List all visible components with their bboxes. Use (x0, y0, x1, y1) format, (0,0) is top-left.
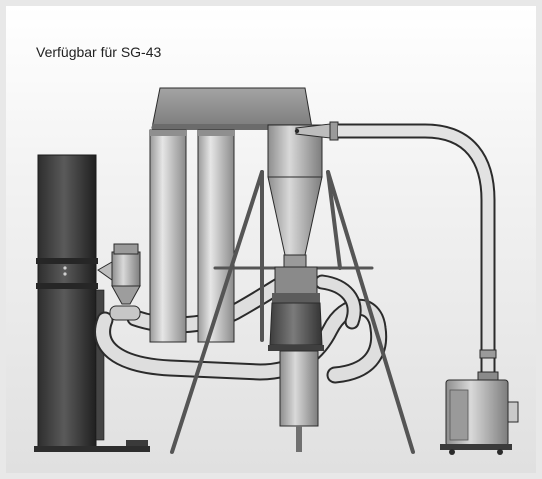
support-frame (170, 170, 415, 454)
cyclone-separator (267, 121, 339, 268)
overhead-duct (338, 123, 497, 372)
flexible-hoses (94, 273, 388, 384)
filter-hood (151, 87, 313, 130)
availability-caption: Verfügbar für SG-43 (36, 44, 162, 60)
blower-unit (440, 371, 519, 455)
filter-cartridges (149, 129, 235, 343)
collection-bin (268, 266, 324, 452)
inlet-manifold (97, 243, 141, 321)
storage-column (34, 154, 150, 452)
